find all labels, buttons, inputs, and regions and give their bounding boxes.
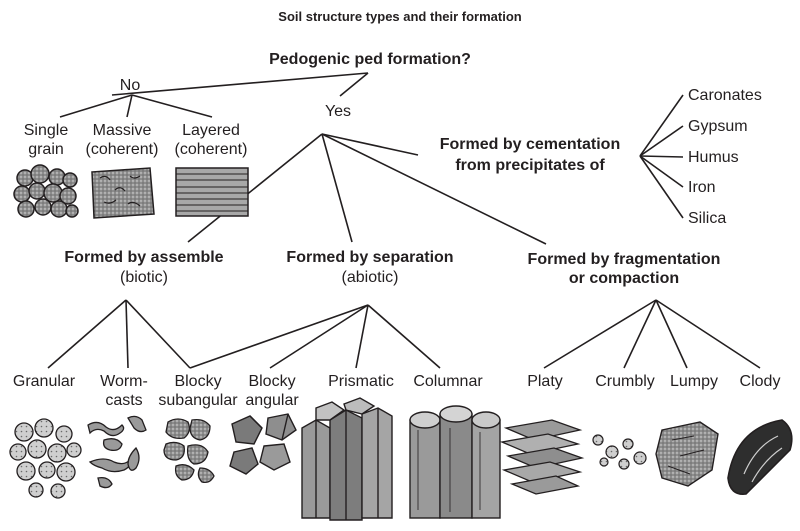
prismatic-illustration: [301, 397, 393, 521]
assemble-sublabel: (biotic): [120, 269, 168, 286]
separation-label: Formed by separation: [286, 249, 453, 266]
connector-lines: [47, 72, 761, 369]
platy-label: Platy: [527, 373, 563, 390]
platy-illustration: [499, 419, 585, 495]
massive-illustration: [91, 167, 155, 219]
yes-label: Yes: [325, 103, 351, 120]
columnar-label: Columnar: [413, 373, 483, 390]
granular-illustration: [9, 418, 82, 499]
single-grain-illustration: [13, 164, 79, 218]
precipitate-item: Gypsum: [688, 118, 748, 135]
blocky-angular-illustration: [229, 413, 297, 475]
separation-sublabel: (abiotic): [342, 269, 399, 286]
crumbly-illustration: [592, 434, 647, 470]
blocky-subangular-illustration: [163, 418, 215, 484]
wormcasts-illustration: [87, 415, 147, 489]
columnar-illustration: [409, 405, 501, 519]
crumbly-label: Crumbly: [595, 373, 655, 390]
massive-label: Massive(coherent): [86, 122, 159, 158]
no-label: No: [120, 77, 141, 94]
precipitate-item: Silica: [688, 210, 726, 227]
lumpy-illustration: [655, 421, 719, 487]
wormcasts-label: Worm-casts: [100, 373, 148, 409]
prismatic-label: Prismatic: [328, 373, 394, 390]
assemble-label: Formed by assemble: [64, 249, 223, 266]
granular-label: Granular: [13, 373, 76, 390]
clody-label: Clody: [740, 373, 781, 390]
cementation-list: Caronates Gypsum Humus Iron Silica: [688, 87, 762, 227]
precipitate-item: Iron: [688, 179, 716, 196]
lumpy-label: Lumpy: [670, 373, 718, 390]
precipitate-item: Caronates: [688, 87, 762, 104]
layered-illustration: [175, 167, 249, 217]
clody-illustration: [727, 419, 793, 495]
question-label: Pedogenic ped formation?: [269, 51, 471, 68]
precipitate-item: Humus: [688, 149, 739, 166]
diagram-title: Soil structure types and their formation: [278, 9, 521, 24]
layered-label: Layered(coherent): [175, 122, 248, 158]
